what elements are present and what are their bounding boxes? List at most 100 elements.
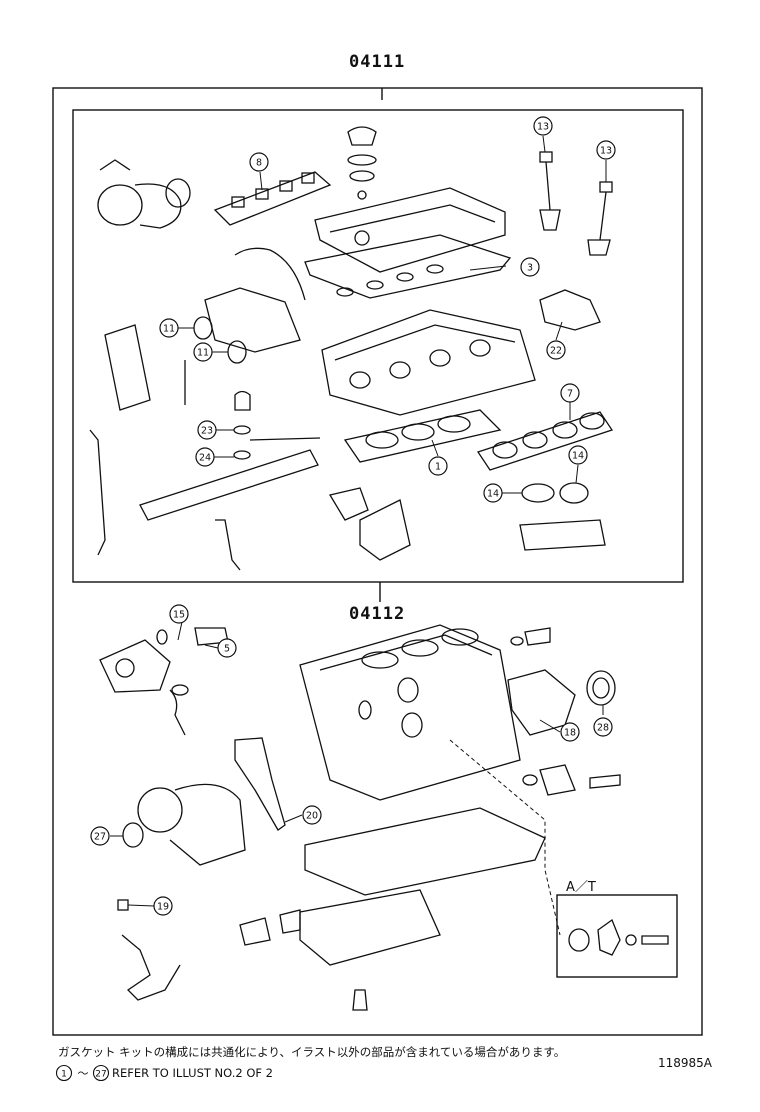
timing-cover-lower [104,324,151,411]
callout-circle [302,805,322,825]
exhaust-pipe-gasket [521,483,555,503]
at-bolt [641,935,669,945]
cylinder-head-gasket [343,409,502,463]
range-start-number: 1 [61,1070,67,1080]
kit-code-lower: 04112 [349,604,406,624]
callout-circle [195,447,215,467]
o-ring [233,450,251,460]
rear-oil-seal [586,670,616,706]
exhaust-flange [519,519,606,551]
cylinder-head [321,309,536,416]
at-o-ring [568,928,590,952]
callout-number: 18 [564,728,576,739]
callout-number: 8 [256,158,262,169]
callout-number: 7 [567,389,573,400]
callout-number: 24 [199,453,211,464]
crankshaft-front-oil-seal [122,822,144,848]
dipstick-guide [89,429,106,556]
callout-number: 13 [600,146,612,157]
o-ring [510,636,524,646]
kit-code-upper: 04111 [349,52,406,72]
camshaft-oil-seal [227,340,247,364]
oil-pump [137,783,246,866]
callout-number: 3 [527,263,533,274]
pcv-hose [234,247,306,301]
timing-cover-gasket [234,737,286,831]
callout-circle [546,340,566,360]
oil-strainer [121,934,181,1001]
note-refer: REFER TO ILLUST NO.2 OF 2 [112,1066,273,1080]
callout-number: 23 [201,426,213,437]
cylinder-head-cover [314,187,506,273]
callout-number: 20 [306,811,318,822]
callout-number: 19 [157,902,169,913]
fuel-injector [215,519,241,571]
callout-number: 27 [94,832,106,843]
intake-valve [539,151,561,231]
union-bolt [589,774,621,789]
water-inlet-pipe [169,689,186,736]
range-end-circle [92,1064,110,1082]
exhaust-valve [587,181,613,256]
at-box [556,894,678,978]
callout-circle [533,116,553,136]
callout-number: 14 [487,489,499,500]
water-inlet-housing [359,499,411,561]
at-cooler-part [597,918,621,956]
oil-pan-gasket [279,909,301,934]
callout-circle [153,896,173,916]
oil-pressure-switch [524,627,551,646]
illustration-id: 118985A [658,1056,713,1070]
o-ring [171,684,189,696]
callout-number: 28 [597,723,609,734]
o-ring [522,774,538,786]
throttle-body-part [97,159,191,229]
water-inlet-gasket [328,487,369,521]
oil-pan-bracket [239,917,271,946]
oil-drain-plug [352,989,368,1011]
range-start-circle [55,1064,73,1082]
drain-plug [117,899,129,911]
exhaust-manifold-gasket [476,411,614,471]
pressure-regulator [234,390,251,411]
at-dashed-leader [449,739,561,936]
range-separator: ～ [78,1067,89,1080]
rear-oil-seal-inner [592,677,610,699]
cylinder-block [299,624,521,801]
callout-circle [249,152,269,172]
at-label: A／T [566,880,596,895]
callout-circle [193,342,213,362]
oil-pan [299,807,546,966]
callout-circle [197,420,217,440]
note-japanese: ガスケット キットの構成には共通化により、イラスト以外の部品が含まれている場合が… [58,1045,566,1059]
fuel-delivery-pipe [139,437,321,521]
callout-circle [169,604,189,624]
timing-belt-cover [204,287,301,353]
callout-number: 11 [163,324,175,335]
callout-circle [483,483,503,503]
callout-number: 5 [224,644,230,655]
callout-number: 15 [173,610,185,621]
callout-number: 1 [435,462,441,473]
callout-circle [159,318,179,338]
callout-circle [217,638,237,658]
water-outlet-gasket [539,289,601,331]
intake-manifold-gasket [213,171,332,226]
callout-circle [560,722,580,742]
callout-circle [596,140,616,160]
upper-kit-frame [72,109,684,583]
outer-frame [52,87,703,1036]
callout-circle [568,445,588,465]
range-end-number: 27 [95,1070,106,1080]
callout-circle [560,383,580,403]
water-pump [99,627,229,693]
callout-circle [428,456,448,476]
oil-filler-cap [347,126,377,200]
callout-circle [90,826,110,846]
callout-number: 11 [197,348,209,359]
callout-circle [520,257,540,277]
oil-filter-bracket [539,764,576,796]
callout-number: 13 [537,122,549,133]
